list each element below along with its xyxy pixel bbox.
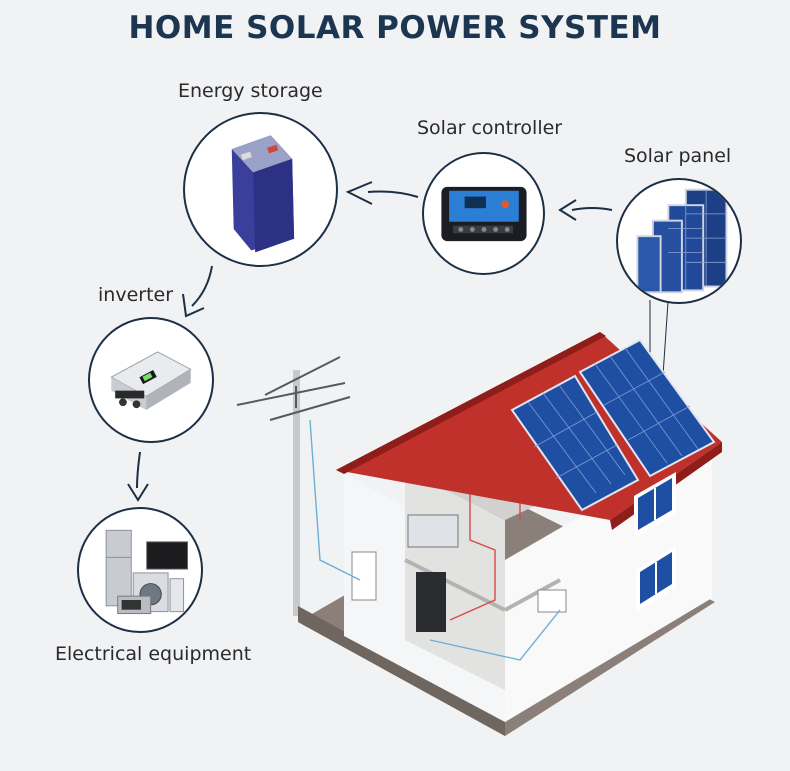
solar-controller-node [422,152,545,275]
electrical-equipment-node [77,507,203,633]
interior-panelboard [537,589,567,613]
arrow-inverter-to-equipment [136,451,141,489]
charge-controller-icon [441,186,527,242]
interior-inverter [416,572,446,632]
utility-pole [236,356,351,616]
label-solar-panel: Solar panel [624,145,732,167]
roof-solar-panels [510,338,716,512]
arrow-controller-to-storage [367,190,419,198]
battery-icon [231,135,295,253]
house-windows [634,472,676,612]
arrow-storage-to-inverter [191,265,213,307]
inverter-icon [110,351,192,411]
energy-storage-node [183,112,338,267]
exterior-meter [351,551,377,601]
solar-panel-icon [636,188,728,294]
interior-batteries [407,514,459,548]
label-energy-storage: Energy storage [178,80,323,102]
label-inverter: inverter [98,284,174,306]
solar-panel-node [616,178,742,304]
inverter-node [88,317,214,443]
appliances-icon [105,529,188,615]
arrow-panel-to-controller [571,207,613,211]
page-title: HOME SOLAR POWER SYSTEM [128,10,662,46]
label-electrical-equipment: Electrical equipment [55,643,252,665]
label-solar-controller: Solar controller [417,117,563,139]
